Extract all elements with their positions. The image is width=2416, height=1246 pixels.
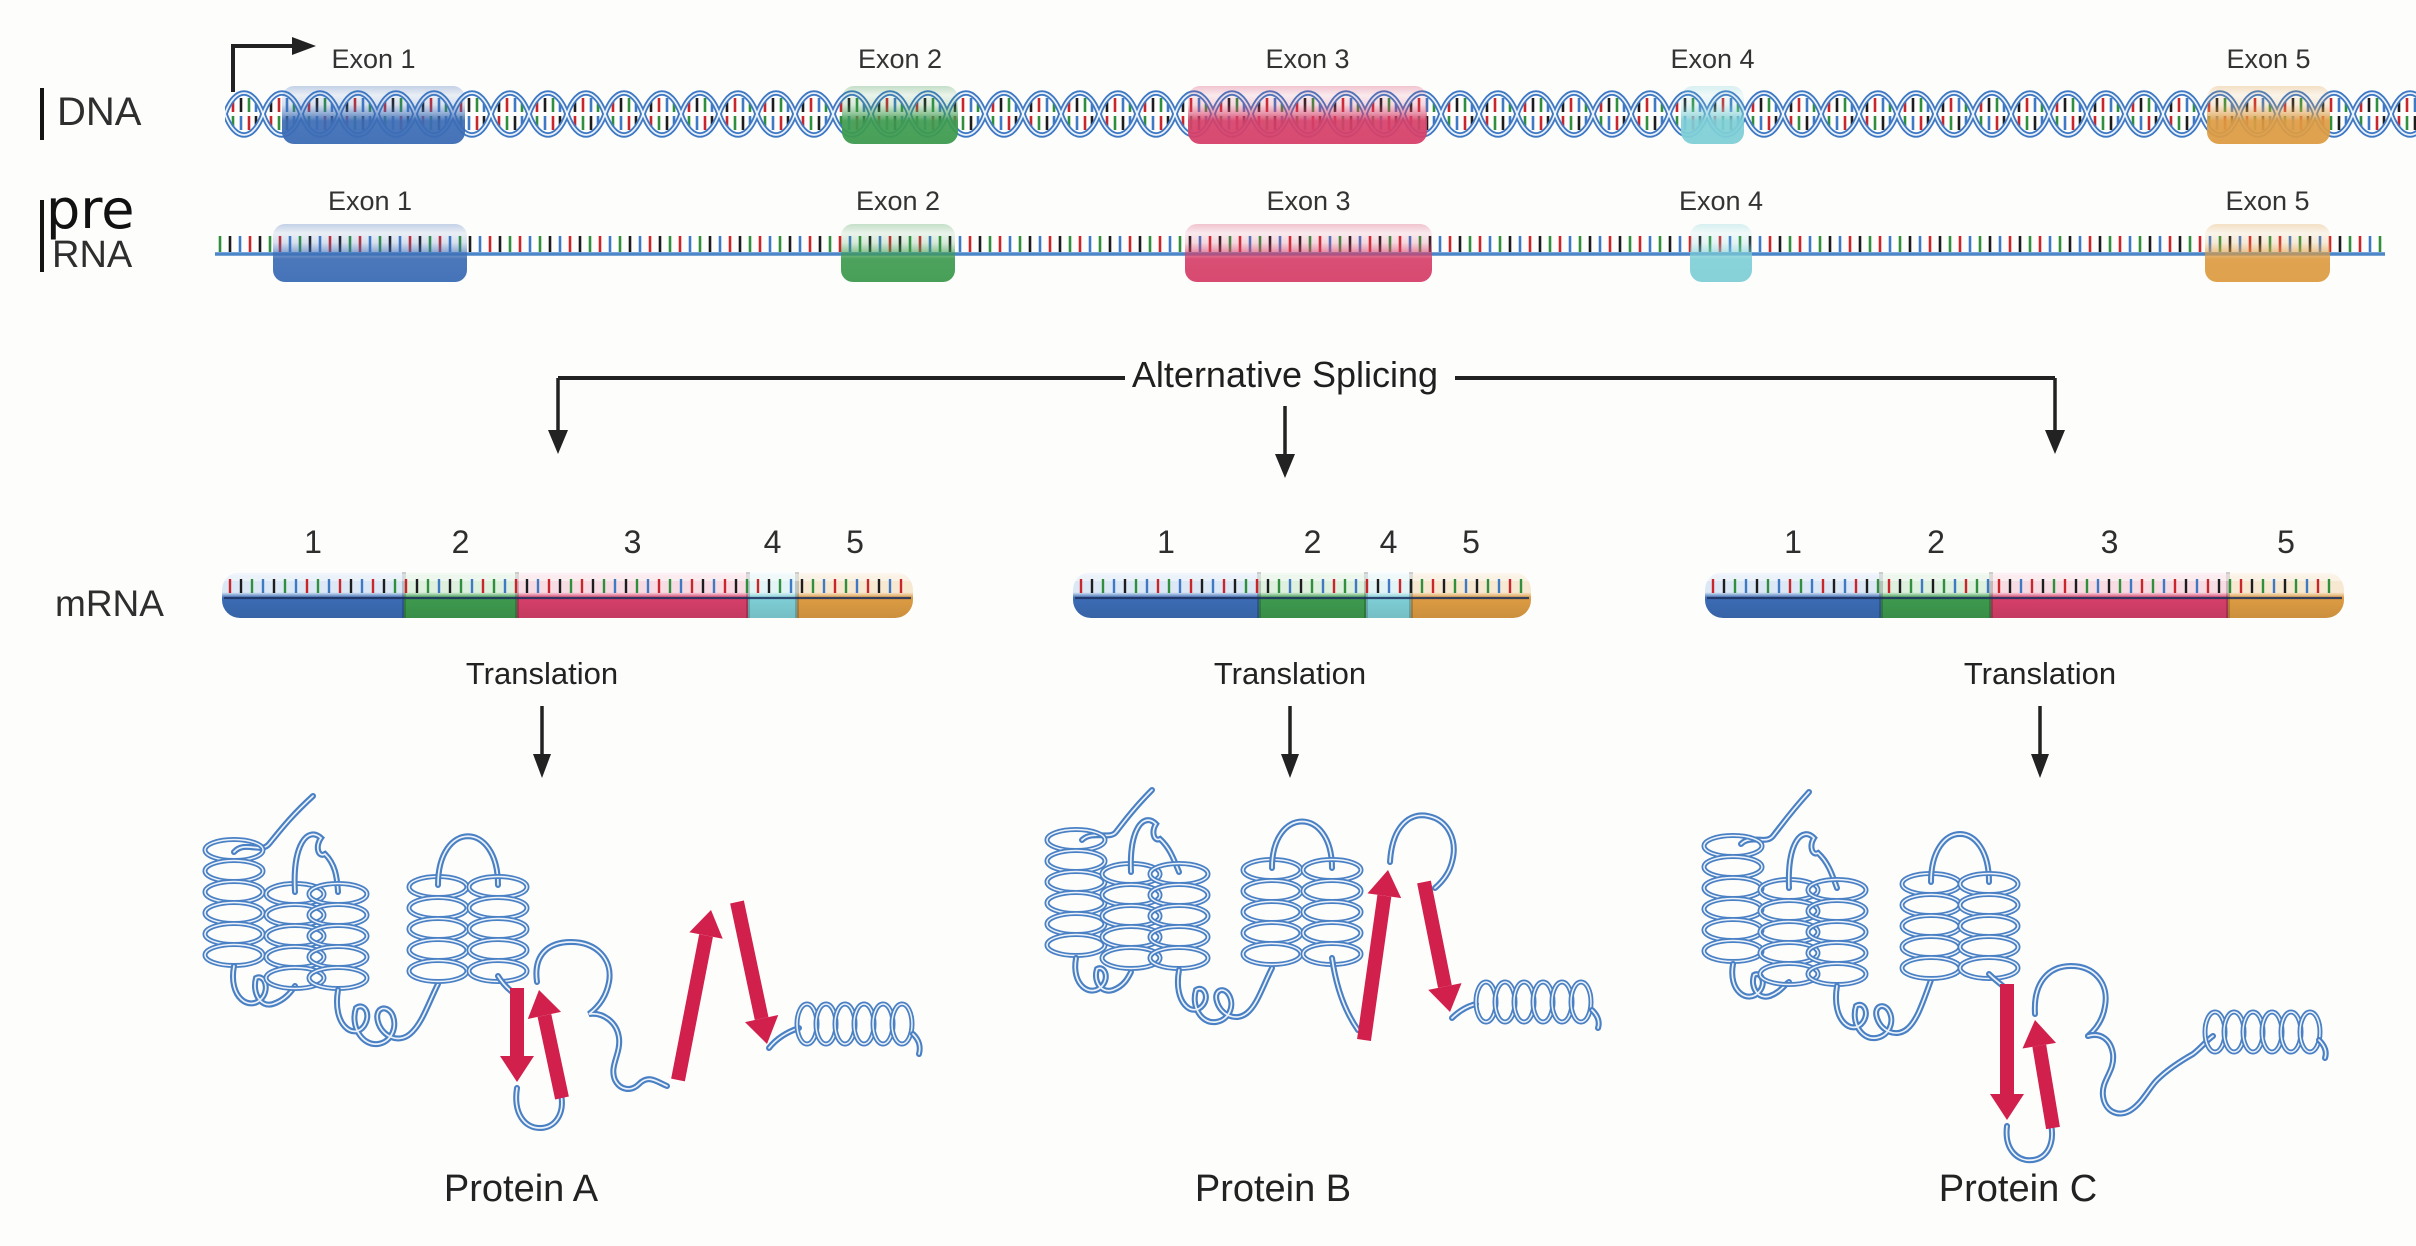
exon-highlight-cyan — [1681, 86, 1744, 144]
mrna-row-label: mRNA — [55, 583, 164, 624]
exon-label: Exon 3 — [1266, 186, 1351, 216]
exon-label: Exon 1 — [331, 44, 416, 74]
exon-label: Exon 5 — [2225, 186, 2310, 216]
crop-artifact — [40, 88, 44, 140]
exon-label: Exon 2 — [855, 186, 941, 216]
exon-highlight-red — [1188, 86, 1427, 144]
mrna-bar: 1 2 3 4 5 — [222, 524, 913, 618]
pre-rna-label-bottom: RNA — [52, 234, 133, 276]
exon-highlight-cyan — [1690, 224, 1752, 282]
mrna-bar-svg — [1705, 572, 2344, 618]
protein-c-structure — [1701, 789, 2329, 1164]
exon-label: Exon 2 — [857, 44, 943, 74]
exon-number: 4 — [1379, 524, 1398, 560]
exon-highlight-green — [842, 86, 958, 144]
exon-number: 3 — [2100, 524, 2119, 560]
translation-arrow-b — [1281, 706, 1299, 778]
mrna-bar: 1 2 3 5 — [1705, 524, 2344, 618]
exon-number: 5 — [2277, 524, 2295, 560]
exon-highlight-blue — [282, 86, 465, 144]
exon-label: Exon 1 — [327, 186, 413, 216]
translation-label-a: Translation — [465, 656, 619, 691]
exon-number: 5 — [1462, 524, 1480, 560]
protein-b-structure — [1044, 787, 1602, 1041]
exon-number: 3 — [623, 524, 642, 560]
exon-number: 1 — [1784, 524, 1802, 560]
exon-label: Exon 3 — [1265, 44, 1350, 74]
translation-label-b: Translation — [1213, 656, 1367, 691]
protein-a-structure — [202, 793, 923, 1132]
mrna-bar: 1 2 4 5 — [1073, 524, 1531, 618]
alternative-splicing-label: Alternative Splicing — [1131, 354, 1439, 395]
exon-number: 1 — [1157, 524, 1175, 560]
exon-label: Exon 5 — [2226, 44, 2311, 74]
exon-number: 2 — [1303, 524, 1322, 560]
protein-a-label: Protein A — [443, 1168, 599, 1210]
translation-arrow-a — [533, 706, 551, 778]
exon-number: 1 — [304, 524, 322, 560]
mrna-bar-svg — [222, 572, 913, 618]
pre-rna-label-top: pre — [46, 178, 135, 241]
exon-highlight-green — [841, 224, 955, 282]
translation-label-c: Translation — [1963, 656, 2117, 691]
exon-label: Exon 4 — [1670, 44, 1755, 74]
protein-b-label: Protein B — [1194, 1168, 1352, 1210]
crop-artifact — [40, 200, 44, 272]
exon-number: 5 — [846, 524, 864, 560]
exon-highlight-orange — [2205, 224, 2330, 282]
transcription-start-arrow — [231, 37, 316, 92]
dna-row-label: DNA — [57, 90, 142, 134]
splicing-bracket — [548, 376, 2065, 478]
exon-number: 2 — [1927, 524, 1945, 560]
exon-label: Exon 4 — [1678, 186, 1764, 216]
exon-highlight-red — [1185, 224, 1432, 282]
protein-c-label: Protein C — [1938, 1168, 2098, 1210]
exon-number: 2 — [451, 524, 470, 560]
exon-number: 4 — [763, 524, 782, 560]
exon-highlight-blue — [273, 224, 467, 282]
translation-arrow-c — [2031, 706, 2049, 778]
exon-highlight-orange — [2207, 86, 2330, 144]
mrna-bar-svg — [1073, 572, 1531, 618]
